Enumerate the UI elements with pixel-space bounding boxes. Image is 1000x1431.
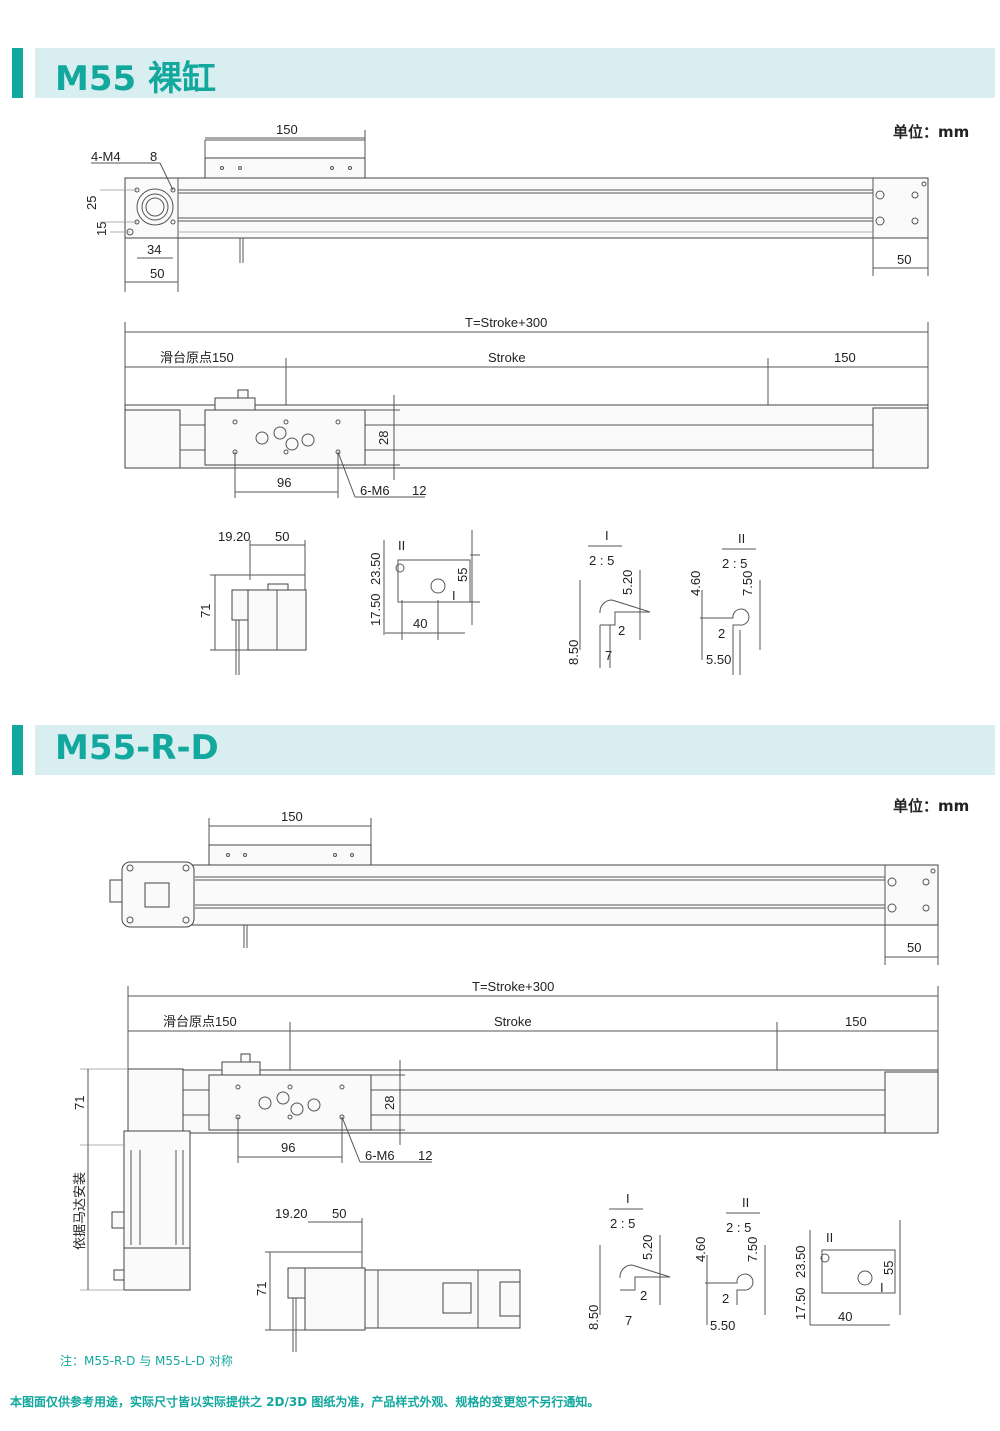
dim-50: 50 <box>150 266 164 281</box>
dim-5-50: 5.50 <box>706 652 731 667</box>
dim-carriage-width: 150 <box>281 809 303 824</box>
unit-label: 单位：mm <box>893 123 970 141</box>
dim-19-20: 19.20 <box>275 1206 308 1221</box>
detail-scale: 2 : 5 <box>610 1216 635 1231</box>
dim-end-50: 50 <box>332 1206 346 1221</box>
dim-55: 55 <box>455 568 470 582</box>
m55-r-d-end-view: 19.20 50 71 <box>254 1206 521 1352</box>
dim-34: 34 <box>147 242 161 257</box>
dim-height-28: 28 <box>382 1096 397 1110</box>
dim-5-50: 5.50 <box>710 1318 735 1333</box>
dim-carriage-width: 150 <box>276 122 298 137</box>
dim-7: 7 <box>625 1313 632 1328</box>
section-title: M55-R-D <box>55 728 219 768</box>
m55-end-view: 19.20 50 71 <box>198 529 307 675</box>
m55-detail-ii: II 2 : 5 4.60 7.50 2 5.50 <box>688 531 761 675</box>
dim-end-50: 50 <box>275 529 289 544</box>
section-header-m55-r-d: M55-R-D <box>35 725 995 775</box>
m55-r-d-top-view: 150 50 <box>109 809 939 965</box>
m55-profile-view: II 23.50 17.50 55 I 40 <box>368 530 480 640</box>
profile-label: II <box>826 1230 833 1245</box>
disclaimer-footer: 本图面仅供参考用途，实际尺寸皆以实际提供之 2D/3D 图纸为准，产品样式外观、… <box>10 1395 600 1409</box>
detail-scale: 2 : 5 <box>722 556 747 571</box>
detail-label: II <box>742 1195 749 1210</box>
dim-2: 2 <box>640 1288 647 1303</box>
dim-height-71: 71 <box>72 1096 87 1110</box>
profile-mark: I <box>452 588 456 603</box>
dim-40: 40 <box>413 616 427 631</box>
dim-stroke: Stroke <box>488 350 526 365</box>
m55-r-d-detail-i: I 2 : 5 5.20 8.50 2 7 <box>586 1191 671 1330</box>
dim-height-71: 71 <box>198 604 213 618</box>
dim-hole-spec: 4-M4 <box>91 149 121 164</box>
m55-r-d-profile-view: II 23.50 17.50 55 I 40 <box>793 1220 901 1326</box>
symmetry-note: 注：M55-R-D 与 M55-L-D 对称 <box>60 1354 233 1368</box>
dim-8-50: 8.50 <box>566 640 581 665</box>
dim-4-60: 4.60 <box>688 571 703 596</box>
detail-scale: 2 : 5 <box>726 1220 751 1235</box>
dim-96: 96 <box>281 1140 295 1155</box>
dim-5-20: 5.20 <box>640 1235 655 1260</box>
unit-label: 单位：mm <box>893 797 970 815</box>
m55-top-view: 150 4-M4 8 25 15 34 50 50 <box>84 122 929 292</box>
dim-total-length: T=Stroke+300 <box>472 979 554 994</box>
dim-end-50: 50 <box>907 940 921 955</box>
dim-8-50: 8.50 <box>586 1305 601 1330</box>
dim-7: 7 <box>605 648 612 663</box>
dim-96: 96 <box>277 475 291 490</box>
dim-7-50: 7.50 <box>740 571 755 596</box>
profile-label: II <box>398 538 405 553</box>
dim-7-50: 7.50 <box>745 1237 760 1262</box>
dim-15: 15 <box>94 222 109 236</box>
dim-4-60: 4.60 <box>693 1237 708 1262</box>
dim-end-150: 150 <box>834 350 856 365</box>
dim-end-150: 150 <box>845 1014 867 1029</box>
detail-label: II <box>738 531 745 546</box>
dim-23-50: 23.50 <box>793 1245 808 1278</box>
dim-height-71: 71 <box>254 1282 269 1296</box>
dim-25: 25 <box>84 196 99 210</box>
dim-stroke: Stroke <box>494 1014 532 1029</box>
section-accent-bar <box>12 48 23 98</box>
detail-scale: 2 : 5 <box>589 553 614 568</box>
dim-2: 2 <box>722 1291 729 1306</box>
section-title: M55 裸缸 <box>55 59 216 99</box>
dim-55: 55 <box>881 1261 896 1275</box>
m55-r-d-detail-ii: II 2 : 5 4.60 7.50 2 5.50 <box>693 1195 766 1333</box>
motor-install-note: 依据马达安装 <box>72 1172 87 1250</box>
dim-19-20: 19.20 <box>218 529 251 544</box>
dim-17-50: 17.50 <box>368 593 383 626</box>
dim-end-50: 50 <box>897 252 911 267</box>
dim-thread-depth: 12 <box>412 483 426 498</box>
dim-height-28: 28 <box>376 431 391 445</box>
dim-2: 2 <box>618 623 625 638</box>
m55-side-view: T=Stroke+300 滑台原点150 Stroke 150 28 96 6-… <box>124 315 929 498</box>
m55-detail-i: I 2 : 5 5.20 8.50 2 7 <box>566 528 651 668</box>
dim-origin: 滑台原点150 <box>163 1014 237 1029</box>
dim-17-50: 17.50 <box>793 1287 808 1320</box>
dim-23-50: 23.50 <box>368 552 383 585</box>
dim-thread: 6-M6 <box>360 483 390 498</box>
dim-5-20: 5.20 <box>620 570 635 595</box>
section-accent-bar <box>12 725 23 775</box>
m55-r-d-side-view: T=Stroke+300 滑台原点150 Stroke 150 28 96 6-… <box>72 979 939 1291</box>
dim-thread: 6-M6 <box>365 1148 395 1163</box>
dim-origin: 滑台原点150 <box>160 350 234 365</box>
dim-2: 2 <box>718 626 725 641</box>
dim-thread-depth: 12 <box>418 1148 432 1163</box>
detail-label: I <box>626 1191 630 1206</box>
detail-label: I <box>605 528 609 543</box>
dim-40: 40 <box>838 1309 852 1324</box>
profile-mark: I <box>880 1280 884 1295</box>
dim-total-length: T=Stroke+300 <box>465 315 547 330</box>
section-header-m55: M55 裸缸 <box>35 48 995 99</box>
dim-hole-depth: 8 <box>150 149 157 164</box>
